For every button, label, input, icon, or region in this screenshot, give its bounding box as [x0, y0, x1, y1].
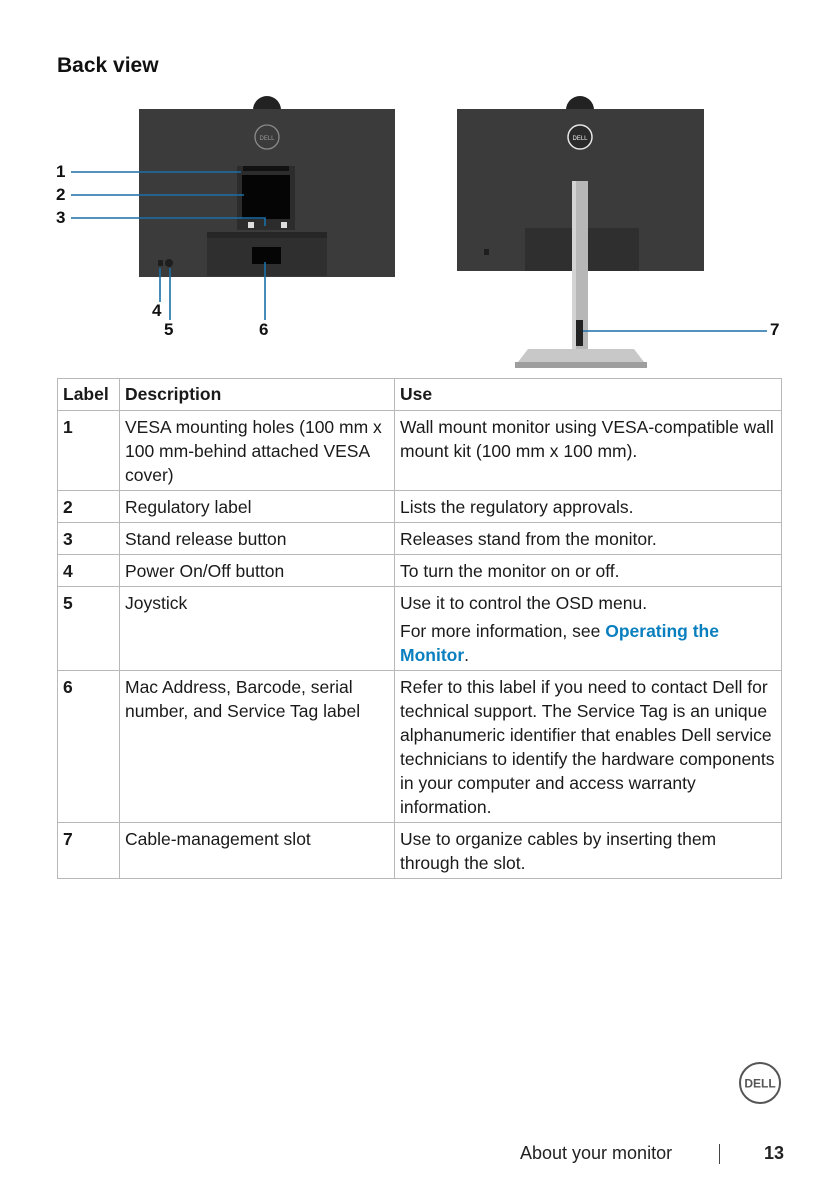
monitor-back-view-figure: DELL DELL: [71, 96, 767, 368]
callout-5: 5: [164, 320, 174, 339]
footer-section-name: About your monitor: [520, 1143, 673, 1163]
callout-lines: [71, 171, 767, 332]
row-description: VESA mounting holes (100 mm x 100 mm-beh…: [119, 410, 395, 491]
row-description: Stand release button: [119, 522, 395, 555]
row-description: Cable-management slot: [119, 822, 395, 879]
header-label: Label: [57, 378, 120, 411]
row-label: 1: [57, 410, 120, 491]
more-info-paragraph: For more information, see Operating the …: [400, 619, 776, 667]
row-use: Wall mount monitor using VESA-compatible…: [394, 410, 782, 491]
row-label: 7: [57, 822, 120, 879]
callout-6: 6: [259, 320, 269, 339]
row-use-cell: Use it to control the OSD menu. For more…: [394, 586, 782, 671]
back-view-table: Label Description Use 1 VESA mounting ho…: [57, 378, 782, 879]
monitor-logo-text-left: DELL: [259, 136, 275, 142]
row-description: Joystick: [119, 586, 395, 671]
footer-separator: [719, 1144, 720, 1164]
row-description: Power On/Off button: [119, 554, 395, 587]
row-label: 2: [57, 490, 120, 523]
table-row: 6 Mac Address, Barcode, serial number, a…: [57, 670, 782, 823]
callout-3: 3: [56, 208, 66, 227]
dell-logo-icon: DELL: [739, 1062, 781, 1104]
row-description: Regulatory label: [119, 490, 395, 523]
callout-2: 2: [56, 185, 66, 204]
table-header-row: Label Description Use: [57, 378, 782, 411]
row-use: Use it to control the OSD menu.: [400, 593, 648, 613]
row-use: To turn the monitor on or off.: [394, 554, 782, 587]
row-label: 4: [57, 554, 120, 587]
row-label: 3: [57, 522, 120, 555]
callout-1: 1: [56, 162, 66, 181]
callout-4: 4: [152, 301, 162, 320]
row-use: Use to organize cables by inserting them…: [394, 822, 782, 879]
operating-the-monitor-link[interactable]: Operating the Monitor: [400, 621, 719, 665]
monitor-without-stand: DELL: [139, 96, 395, 277]
header-description: Description: [119, 378, 395, 411]
table-row: 4 Power On/Off button To turn the monito…: [57, 554, 782, 587]
table-row: 5 Joystick Use it to control the OSD men…: [57, 586, 782, 671]
row-use: Releases stand from the monitor.: [394, 522, 782, 555]
table-row: 1 VESA mounting holes (100 mm x 100 mm-b…: [57, 410, 782, 491]
more-info-suffix: .: [464, 645, 470, 665]
row-use: Lists the regulatory approvals.: [394, 490, 782, 523]
monitor-logo-text-right: DELL: [572, 136, 588, 142]
table-row: 3 Stand release button Releases stand fr…: [57, 522, 782, 555]
section-title: Back view: [57, 54, 159, 77]
table-row: 2 Regulatory label Lists the regulatory …: [57, 490, 782, 523]
page-number: 13: [764, 1143, 785, 1163]
table-row: 7 Cable-management slot Use to organize …: [57, 822, 782, 879]
header-use: Use: [394, 378, 782, 411]
row-use: Refer to this label if you need to conta…: [394, 670, 782, 823]
row-description: Mac Address, Barcode, serial number, and…: [119, 670, 395, 823]
callout-7: 7: [770, 320, 780, 339]
more-info-prefix: For more information, see: [400, 621, 606, 641]
row-label: 6: [57, 670, 120, 823]
row-label: 5: [57, 586, 120, 671]
dell-logo-text: DELL: [744, 1077, 775, 1091]
monitor-with-stand: DELL: [457, 96, 704, 368]
